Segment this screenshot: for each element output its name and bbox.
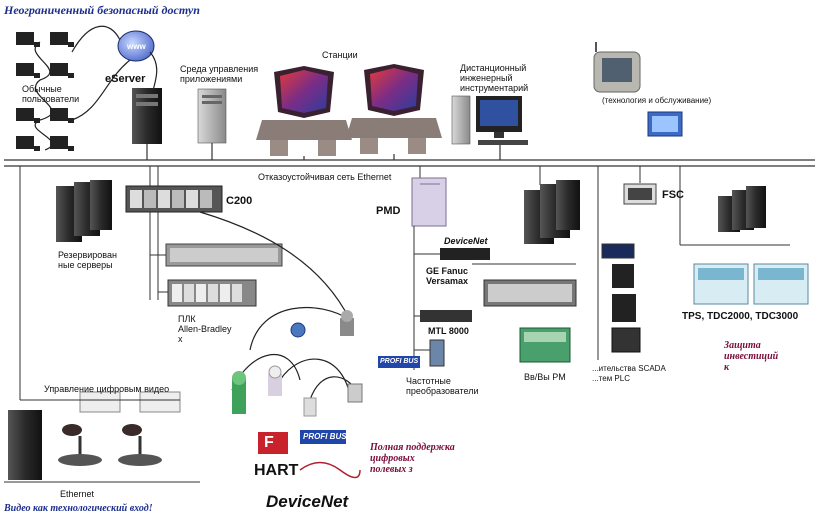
label-devicenet-top: DeviceNet <box>444 236 488 246</box>
www-globe <box>117 30 155 62</box>
profibus-small-logo: PROFI BUS <box>380 358 419 365</box>
page-title: Неограниченный безопасный доступ <box>4 3 200 17</box>
label-video: Управление цифровым видео <box>44 384 170 394</box>
pm-rack <box>483 279 577 307</box>
label-bus-pm: Вв/Вы PM <box>524 372 566 382</box>
scada-panel-2 <box>612 264 634 288</box>
ff-logo: F <box>264 434 274 451</box>
label-pmd: PMD <box>376 205 401 217</box>
field-transmitter-4 <box>303 397 317 417</box>
label-tech-service: (технология и обслуживание) <box>602 96 712 105</box>
label-ethernet-backbone: Отказоустойчивая сеть Ethernet <box>258 172 392 182</box>
eserver-tower <box>132 88 162 144</box>
devicenet-logo: DeviceNet <box>266 492 349 511</box>
label-app-env: Среда управления приложениями <box>180 64 259 84</box>
plc-allen-bradley <box>167 279 257 307</box>
station-console-1 <box>256 66 352 156</box>
label-plc: ПЛК Allen-Bradley х <box>178 314 232 344</box>
label-mtl: MTL 8000 <box>428 326 469 336</box>
profibus-logo-mark <box>300 430 346 444</box>
label-freq: Частотные преобразователи <box>406 376 479 396</box>
field-transmitter-2 <box>340 310 354 336</box>
video-server <box>8 410 42 480</box>
footer-left: Видео как технологический вход! <box>4 503 153 514</box>
station-console-2 <box>346 64 442 154</box>
label-field-support: Полная поддержка цифровых полевых з <box>370 442 455 475</box>
ff-logo-mark <box>258 432 288 454</box>
label-ge-fanuc: GE Fanuc Versamax <box>426 266 469 286</box>
label-www: www <box>127 42 146 51</box>
io-module-1 <box>165 243 283 267</box>
label-scada: ...ительства SCADA ...тем PLC <box>592 364 666 383</box>
label-ethernet-bottom: Ethernet <box>60 489 95 499</box>
hart-logo-mark <box>299 461 361 479</box>
tps-io-block-2 <box>753 263 809 305</box>
label-users: Обычные пользователи <box>22 84 80 104</box>
app-env-server <box>197 88 227 144</box>
label-tps: TPS, TDC2000, TDC3000 <box>682 311 799 322</box>
ge-fanuc-module <box>440 248 490 260</box>
profibus-small-mark <box>378 356 420 368</box>
freq-converter <box>429 339 445 367</box>
hart-logo: HART <box>254 462 299 479</box>
label-stations: Станции <box>322 50 358 60</box>
pm-servers <box>524 180 580 244</box>
label-c200: C200 <box>226 195 253 207</box>
profibus-logo: PROFI BUS <box>303 432 347 441</box>
scada-panel-1 <box>601 243 635 259</box>
scada-panel-4 <box>611 327 641 353</box>
backup-servers <box>56 180 112 242</box>
tps-servers <box>718 186 766 232</box>
c200-rack <box>125 185 223 213</box>
label-remote-eng: Дистанционный инженерный инструментарий <box>460 63 529 93</box>
pm-io-block <box>519 327 571 363</box>
user-computers <box>16 32 74 151</box>
laptop-device <box>647 111 683 137</box>
field-transmitter-5 <box>347 383 363 403</box>
field-valve <box>232 371 246 414</box>
field-transmitter-3 <box>268 365 282 396</box>
video-camera-2 <box>118 391 181 466</box>
pmd-cabinet <box>411 177 447 227</box>
fsc-panel <box>623 183 657 205</box>
label-eserver: eServer <box>105 73 146 85</box>
label-backup-servers: Резервирован ные серверы <box>58 250 117 270</box>
tps-io-block-1 <box>693 263 749 305</box>
remote-engineering-pc <box>451 95 528 145</box>
label-fsc: FSC <box>662 189 684 201</box>
mtl-module <box>420 310 472 322</box>
video-camera-1 <box>58 391 121 466</box>
field-transmitter-1 <box>290 322 306 338</box>
handheld-terminal <box>593 42 641 93</box>
label-protection: Защита инвестиций к <box>724 340 779 373</box>
scada-panel-3 <box>612 294 636 322</box>
